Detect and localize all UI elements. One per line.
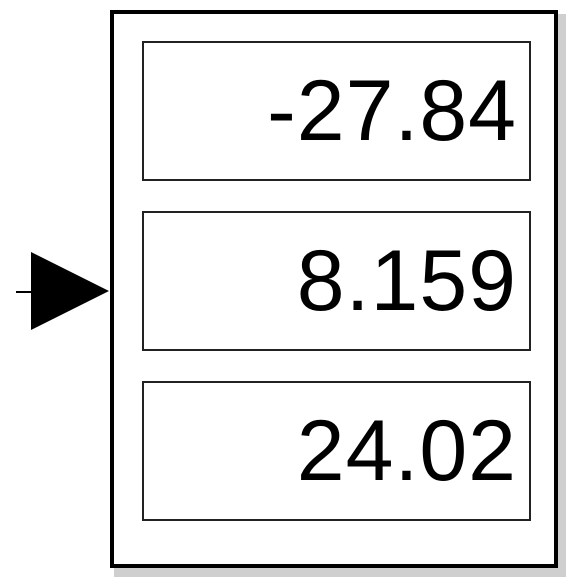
display-value-box-1: -27.84	[142, 41, 531, 181]
display-value-2: 8.159	[296, 233, 517, 329]
display-value-1: -27.84	[267, 63, 517, 159]
input-signal-line	[16, 291, 34, 293]
display-value-3: 24.02	[296, 403, 517, 499]
display-value-box-2: 8.159	[142, 211, 531, 351]
input-port-arrow-icon[interactable]	[31, 252, 109, 330]
display-value-box-3: 24.02	[142, 381, 531, 521]
